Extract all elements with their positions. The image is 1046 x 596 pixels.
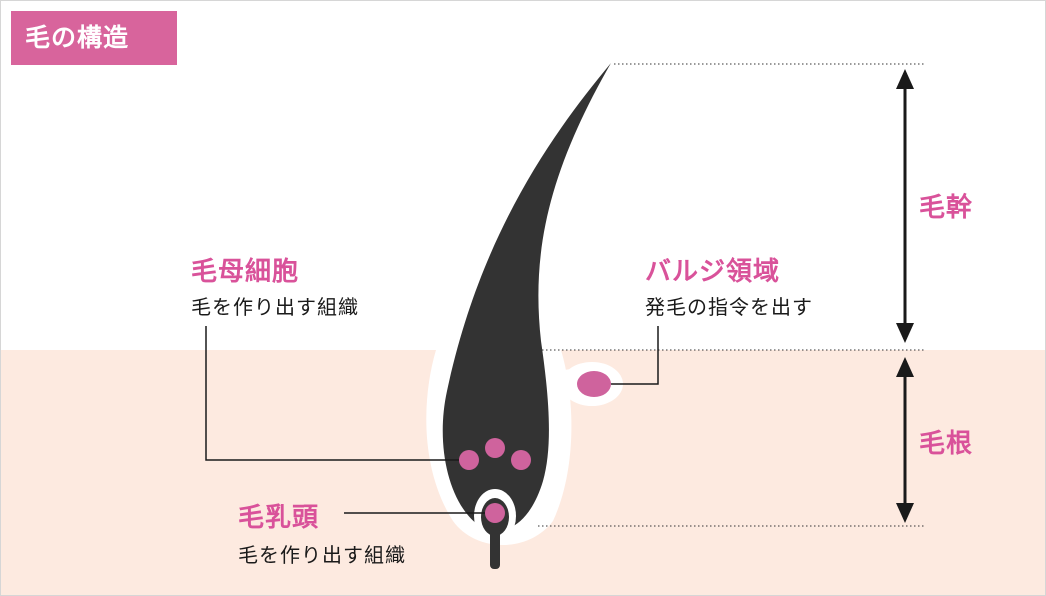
bulge-connector xyxy=(557,368,576,400)
bulge-title: バルジ領域 xyxy=(645,257,781,287)
root-arrow-down xyxy=(896,503,914,523)
hair-matrix-cell xyxy=(485,438,505,458)
bulge-cell xyxy=(577,371,611,397)
hair-matrix-cell xyxy=(459,450,479,470)
hair-matrix-title: 毛母細胞 xyxy=(191,257,300,287)
papilla-stalk xyxy=(490,527,500,569)
bulge-leader xyxy=(611,326,659,385)
root-arrow-up xyxy=(896,357,914,377)
dermal-papilla-dot xyxy=(485,503,505,523)
page-title-badge: 毛の構造 xyxy=(11,11,177,65)
shaft-arrow-down xyxy=(896,323,914,343)
dermal-papilla-desc: 毛を作り出す組織 xyxy=(238,543,406,567)
hair-root-label: 毛根 xyxy=(919,429,974,459)
bulge-desc: 発毛の指令を出す xyxy=(645,295,813,319)
hair-matrix-cell xyxy=(511,450,531,470)
hair-shaft-label: 毛幹 xyxy=(919,193,974,223)
shaft-arrow-up xyxy=(896,69,914,89)
dermal-papilla-title: 毛乳頭 xyxy=(238,503,320,533)
hair-shaft xyxy=(442,63,611,531)
hair-matrix-desc: 毛を作り出す組織 xyxy=(191,295,359,319)
hair-matrix-leader xyxy=(205,326,459,461)
